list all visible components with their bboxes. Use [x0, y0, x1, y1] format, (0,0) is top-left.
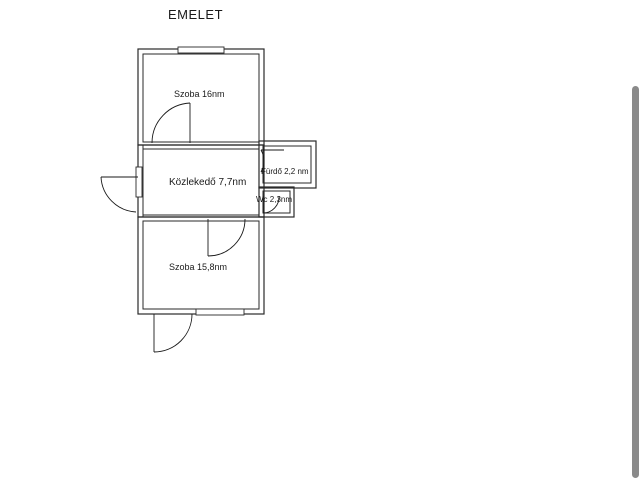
scrollbar[interactable]	[630, 0, 640, 480]
door-bedroom-bottom-exterior	[153, 313, 193, 353]
doors	[100, 102, 284, 353]
door-bedroom-top	[151, 102, 191, 144]
room-label-wc: Wc 2,3nm	[256, 195, 292, 204]
door-hallway-left	[100, 176, 138, 213]
door-bathroom	[260, 149, 284, 173]
room-labels: Szoba 16nm Közlekedő 7,7nm Fürdő 2,2 nm …	[169, 89, 309, 272]
room-label-hallway: Közlekedő 7,7nm	[169, 177, 246, 188]
window-top	[177, 46, 225, 54]
room-label-bedroom-bottom: Szoba 15,8nm	[169, 262, 227, 272]
window-hallway-left	[135, 166, 143, 198]
door-wc	[262, 195, 280, 214]
room-label-bathroom: Fürdő 2,2 nm	[261, 167, 309, 176]
windows	[135, 46, 245, 316]
floor-title: EMELET	[168, 7, 223, 22]
window-bottom	[195, 308, 245, 316]
door-bedroom-bottom	[207, 218, 246, 257]
room-label-bedroom-top: Szoba 16nm	[174, 89, 225, 99]
scrollbar-thumb[interactable]	[632, 86, 639, 478]
